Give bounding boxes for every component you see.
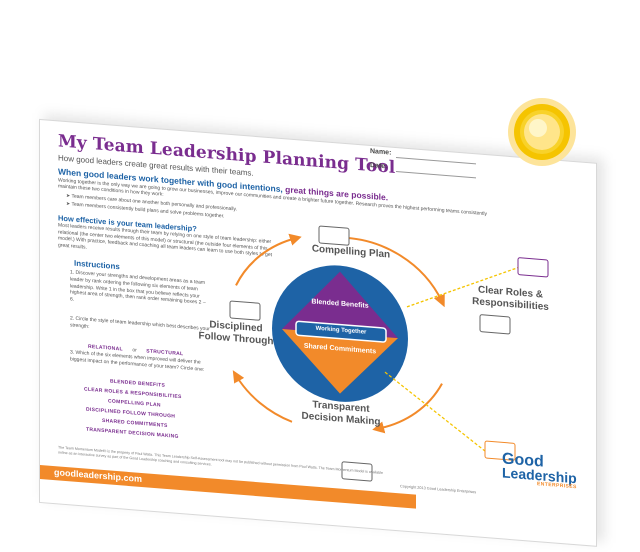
rank-box-disciplined-follow[interactable] — [229, 300, 261, 321]
connector-shared — [384, 371, 486, 452]
rank-box-transparent-decision[interactable] — [341, 461, 373, 482]
rank-box-shared-commitments[interactable] — [484, 440, 516, 461]
cycle-arrow-4 — [235, 233, 302, 286]
working-together-band — [295, 320, 387, 343]
cycle-arrow-2 — [372, 383, 443, 434]
shared-commitments-triangle — [282, 329, 398, 394]
worksheet-page: My Team Leadership Planning Tool How goo… — [40, 120, 596, 546]
good-leadership-logo: Good Leadership ENTERPRISES — [502, 450, 577, 490]
team-momentum-diagram — [229, 225, 549, 482]
blended-benefits-triangle — [282, 271, 398, 339]
connector-blended — [406, 267, 519, 308]
rank-box-compelling-plan[interactable] — [318, 225, 350, 246]
cycle-arrow-1 — [339, 236, 445, 308]
sun-icon — [508, 98, 576, 166]
rank-box-blended-benefits[interactable] — [517, 257, 549, 278]
rank-box-clear-roles[interactable] — [479, 314, 511, 335]
cycle-arrow-3 — [232, 370, 293, 423]
